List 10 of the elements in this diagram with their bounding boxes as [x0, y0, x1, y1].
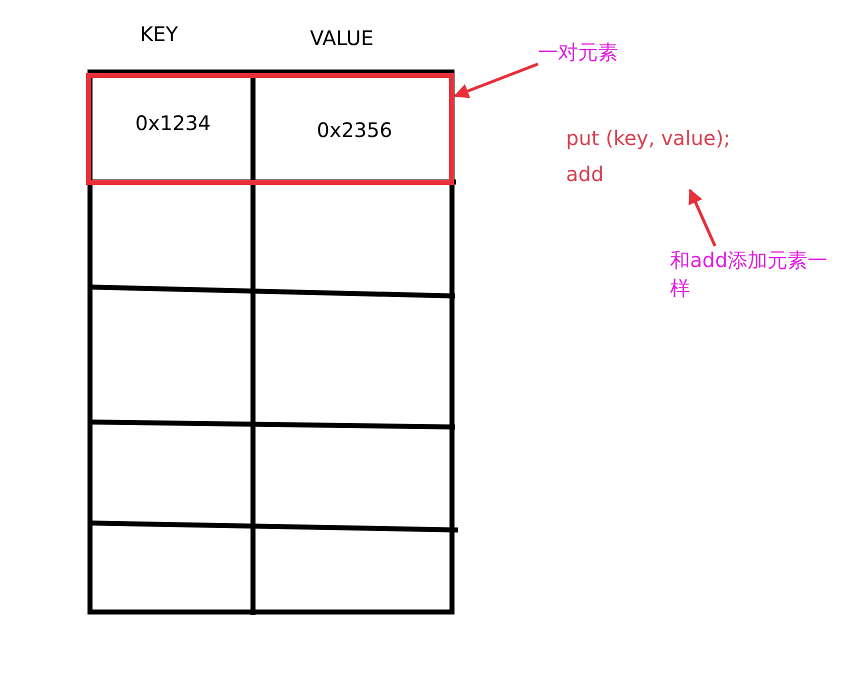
value-cell: 0x2356 — [258, 90, 451, 170]
column-header: KEY — [140, 22, 178, 46]
callout-text: 一对元素 — [538, 38, 642, 68]
arrow — [454, 62, 539, 98]
column-header: VALUE — [310, 26, 374, 50]
callout-text: 和add添加元素一样 — [670, 246, 842, 308]
key-cell: 0x1234 — [93, 83, 253, 163]
arrow — [688, 188, 716, 247]
code-text: put (key, value); add — [566, 120, 756, 188]
pair-row-box — [86, 73, 454, 185]
